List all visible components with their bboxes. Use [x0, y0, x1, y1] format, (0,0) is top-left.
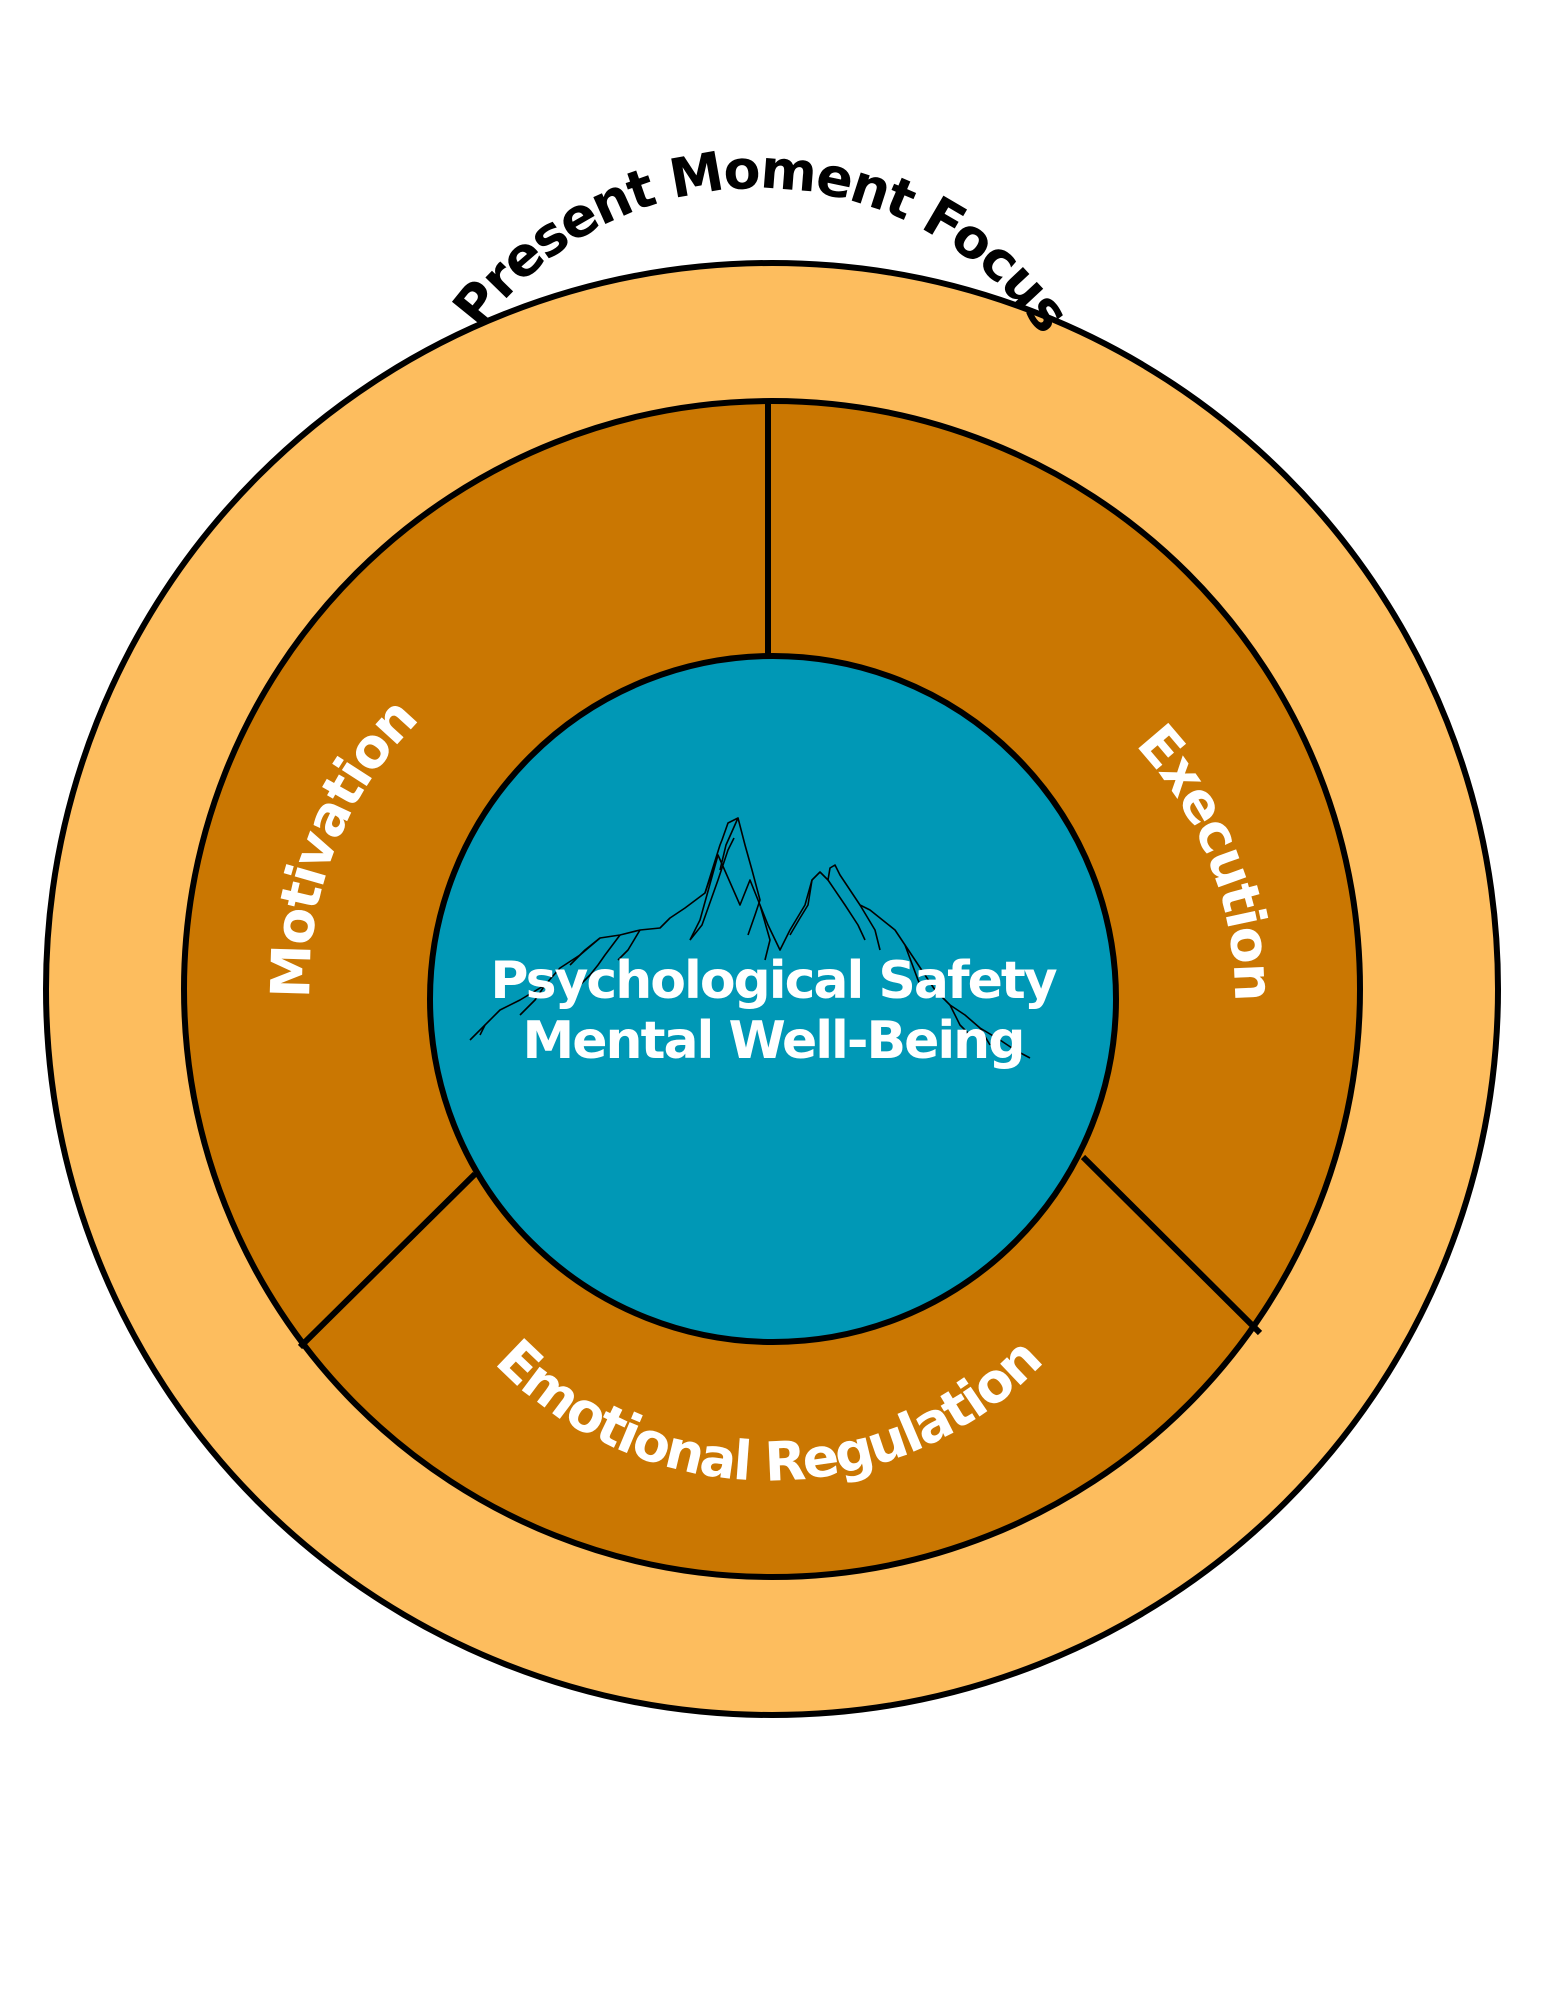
divider-left [297, 1171, 478, 1350]
center-title-line1: Psychological Safety [490, 951, 1056, 1011]
center-circle [427, 653, 1119, 1345]
divider-right [1080, 1154, 1263, 1336]
center-title-line2: Mental Well-Being [523, 1011, 1024, 1071]
mountain-range-icon [469, 817, 1031, 1059]
